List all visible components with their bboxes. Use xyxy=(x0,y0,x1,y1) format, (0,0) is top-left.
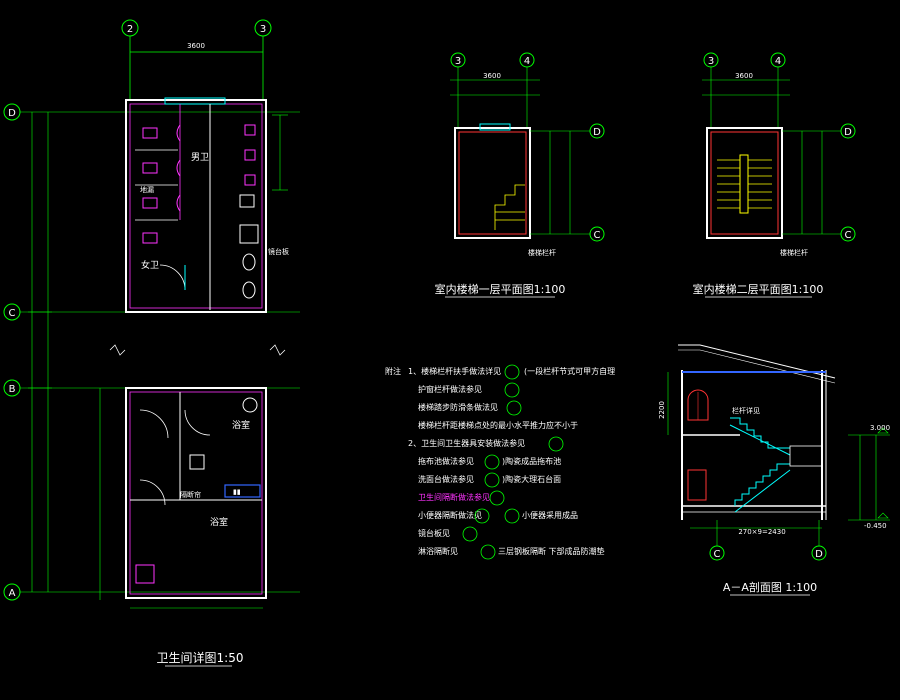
note-side-6: )陶瓷成品拖布池 xyxy=(502,456,561,466)
axis-bubble-D-s2: D xyxy=(840,123,856,139)
elev-top: 3.000 xyxy=(870,424,890,432)
axis-bubble-3: 3 xyxy=(254,19,272,37)
label-male-toilet: 男卫 xyxy=(191,152,209,163)
note-line-4: 楼梯栏杆距楼梯点处的最小水平推力应不小于 xyxy=(418,420,578,430)
note-line-10: 镜台板见 xyxy=(418,528,450,538)
label-handrail: 栏杆详见 xyxy=(732,406,760,415)
notes-block: 附注 1、楼梯栏杆扶手做法详见 护窗栏杆做法参见 楼梯踏步防滑条做法见 楼梯栏杆… xyxy=(385,364,615,560)
notes-intro: 附注 xyxy=(385,366,401,376)
svg-text:3: 3 xyxy=(455,56,461,67)
note-side-7: )陶瓷大理石台面 xyxy=(502,474,561,484)
stair-floor1-plan: 3 4 3600 D C 楼梯栏杆 xyxy=(435,52,605,298)
axis-bubble-D: D xyxy=(3,103,21,121)
note-line-1: 1、楼梯栏杆扶手做法详见 xyxy=(408,366,501,376)
note-line-3: 楼梯踏步防滑条做法见 xyxy=(418,402,498,412)
svg-text:D: D xyxy=(8,108,16,119)
svg-text:D: D xyxy=(844,127,852,138)
note-line-9: 小便器隔断做法见 xyxy=(418,510,482,520)
axis-bubble-A: A xyxy=(3,583,21,601)
title-section-aa: A－A剖面图 1:100 xyxy=(723,580,817,594)
note-line-11: 淋浴隔断见 xyxy=(418,546,458,556)
svg-text:C: C xyxy=(845,230,852,241)
axis-bubble-3-s1: 3 xyxy=(450,52,466,68)
note-line-5: 2、卫生间卫生器具安装做法参见 xyxy=(408,438,525,448)
label-bath-2: 浴室 xyxy=(210,516,228,528)
stair-floor2-plan: 3 4 3600 xyxy=(693,52,856,298)
note-side-9: 小便器采用成品 xyxy=(522,510,578,520)
svg-text:2: 2 xyxy=(127,24,133,35)
axis-bubble-4-s2: 4 xyxy=(770,52,786,68)
axis-bubble-D-sec: D xyxy=(811,545,827,561)
svg-text:C: C xyxy=(594,230,601,241)
title-stair-floor2: 室内楼梯二层平面图1:100 xyxy=(693,282,824,296)
svg-text:B: B xyxy=(9,384,16,395)
label-drain: 地漏 xyxy=(140,185,154,194)
axis-bubble-C-sec: C xyxy=(709,545,725,561)
section-aa: 栏杆详见 2200 270×9=2430 C D 3.000 -0.450 A－… xyxy=(658,344,890,596)
elev-bottom: -0.450 xyxy=(864,522,887,530)
note-line-8: 卫生间隔断做法参见 xyxy=(418,492,490,502)
svg-text:C: C xyxy=(714,549,721,560)
title-toilet-detail: 卫生间详图1:50 xyxy=(157,650,244,665)
note-line-6: 拖布池做法参见 xyxy=(418,456,474,466)
note-line-2: 护窗栏杆做法参见 xyxy=(418,384,482,394)
note-side-1: (一段栏杆节式可甲方自理 xyxy=(524,366,615,376)
label-sink-board: 镜台板 xyxy=(268,247,289,256)
svg-text:A: A xyxy=(9,588,16,599)
label-stair-rail-s1: 楼梯栏杆 xyxy=(528,248,556,257)
svg-text:4: 4 xyxy=(775,56,781,67)
title-stair-floor1: 室内楼梯一层平面图1:100 xyxy=(435,282,566,296)
svg-text:D: D xyxy=(815,549,823,560)
dim-s2-top: 3600 xyxy=(735,72,753,80)
toilet-detail-plan: 2 3 3600 D C B A xyxy=(3,19,300,667)
note-line-7: 洗面台做法参见 xyxy=(418,474,474,484)
svg-text:3: 3 xyxy=(260,24,266,35)
axis-bubble-C-s1: C xyxy=(589,226,605,242)
label-female-toilet: 女卫 xyxy=(141,259,159,271)
axis-bubble-C-s2: C xyxy=(840,226,856,242)
axis-bubble-D-s1: D xyxy=(589,123,605,139)
label-stair-rail-s2: 楼梯栏杆 xyxy=(780,248,808,257)
dim-top: 3600 xyxy=(187,42,205,50)
svg-text:C: C xyxy=(9,308,16,319)
label-bath-1: 浴室 xyxy=(232,419,250,431)
note-side-11: 三层钢板隔断 下部成品防潮垫 xyxy=(498,546,605,556)
blue-box-label: ▮▮ xyxy=(233,488,241,496)
axis-bubble-4-s1: 4 xyxy=(519,52,535,68)
label-curtain: 隔断帘 xyxy=(180,490,201,499)
dim-s1-top: 3600 xyxy=(483,72,501,80)
svg-text:D: D xyxy=(593,127,601,138)
axis-bubble-B: B xyxy=(3,379,21,397)
svg-text:3: 3 xyxy=(708,56,714,67)
axis-bubble-2: 2 xyxy=(121,19,139,37)
svg-text:4: 4 xyxy=(524,56,530,67)
dim-section-bottom: 270×9=2430 xyxy=(738,528,785,536)
axis-bubble-C: C xyxy=(3,303,21,321)
axis-bubble-3-s2: 3 xyxy=(703,52,719,68)
dim-section-left: 2200 xyxy=(658,401,666,419)
